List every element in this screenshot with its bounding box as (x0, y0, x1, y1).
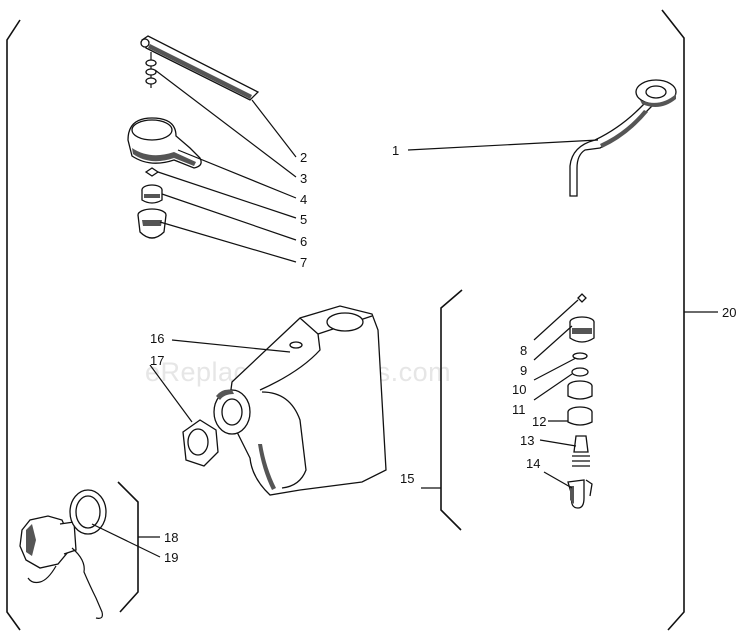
callout-10: 10 (512, 382, 526, 397)
part-16-tank (213, 305, 387, 496)
part-6-bushing (141, 184, 163, 204)
part-4-knob (127, 117, 202, 169)
part-19-gasket (69, 489, 107, 535)
part-11-ring (571, 367, 589, 377)
callout-3: 3 (300, 171, 307, 186)
callout-14: 14 (526, 456, 540, 471)
leader-10 (533, 357, 577, 381)
part-7-base (137, 208, 167, 239)
callout-4: 4 (300, 192, 307, 207)
part-3-screw (145, 52, 157, 88)
callout-20: 20 (722, 305, 736, 320)
callout-11: 11 (512, 402, 526, 417)
callout-15: 15 (400, 471, 414, 486)
callout-17: 17 (150, 353, 164, 368)
part-5-washer (144, 167, 160, 177)
callout-16: 16 (150, 331, 164, 346)
part-10-ring (572, 352, 588, 360)
leader-1 (407, 139, 599, 151)
callout-1: 1 (392, 143, 399, 158)
leader-17 (149, 364, 193, 423)
callout-12: 12 (532, 414, 546, 429)
inner-bracket-15 (440, 289, 463, 531)
leader-2 (251, 99, 297, 158)
leader-6 (161, 193, 297, 241)
leader-7 (159, 221, 297, 263)
leader-19 (91, 523, 161, 558)
part-13-spring (572, 435, 590, 467)
callout-2: 2 (300, 150, 307, 165)
callout-19: 19 (164, 550, 178, 565)
callout-7: 7 (300, 255, 307, 270)
callout-9: 9 (520, 363, 527, 378)
outer-bracket-left (6, 19, 21, 631)
leader-16 (171, 339, 291, 353)
part-18-cap (19, 515, 103, 619)
part-17-gasket (182, 419, 219, 467)
callout-8: 8 (520, 343, 527, 358)
leader-5 (157, 171, 297, 219)
leader-14 (543, 471, 573, 489)
callout-13: 13 (520, 433, 534, 448)
leader-11 (533, 373, 573, 401)
callout-5: 5 (300, 212, 307, 227)
part-14-clip (567, 479, 593, 509)
bracket-18 (117, 481, 139, 613)
leader-3 (154, 69, 297, 178)
outer-bracket-right (661, 9, 685, 631)
part-8-pin (577, 293, 587, 303)
leader-4 (177, 149, 297, 199)
leader-8 (533, 299, 579, 341)
callout-6: 6 (300, 234, 307, 249)
part-2-lever (140, 35, 260, 101)
leader-13 (539, 439, 577, 447)
part-12-collar (567, 380, 593, 426)
callout-18: 18 (164, 530, 178, 545)
part-1-tube (569, 79, 677, 197)
part-9-collar (569, 316, 595, 343)
leader-9 (533, 325, 573, 361)
